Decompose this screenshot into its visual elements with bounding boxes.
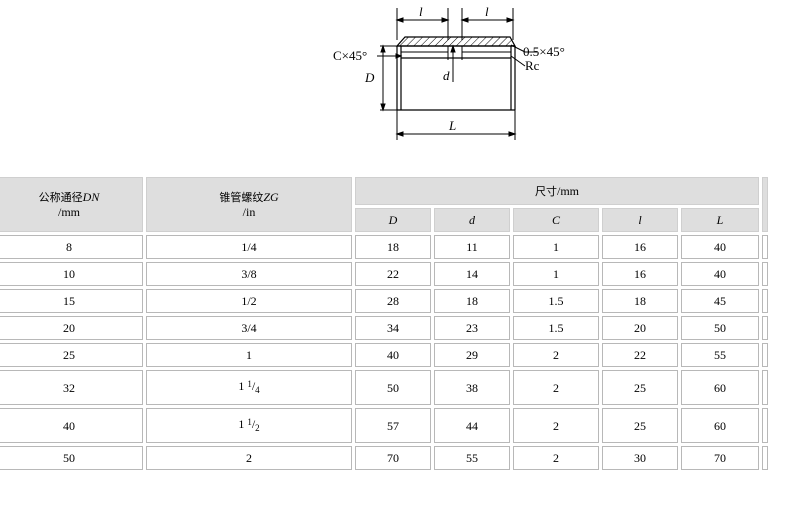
cell-C: 1 bbox=[513, 235, 599, 259]
dimension-d bbox=[450, 44, 456, 82]
cell-d: 29 bbox=[434, 343, 510, 367]
cell-L: 40 bbox=[681, 262, 759, 286]
header-col-l: l bbox=[602, 208, 678, 232]
cell-zg: 1/2 bbox=[146, 289, 352, 313]
cell-C: 2 bbox=[513, 370, 599, 405]
cell-dn: 50 bbox=[0, 446, 143, 470]
cell-l: 20 bbox=[602, 316, 678, 340]
header-col-C: C bbox=[513, 208, 599, 232]
cell-dn: 15 bbox=[0, 289, 143, 313]
cell-dn: 32 bbox=[0, 370, 143, 405]
label-d: d bbox=[443, 68, 450, 83]
cell-D: 22 bbox=[355, 262, 431, 286]
dimension-l-left bbox=[395, 8, 450, 40]
cell-dn: 20 bbox=[0, 316, 143, 340]
cell-l: 25 bbox=[602, 408, 678, 443]
cell-C: 1.5 bbox=[513, 316, 599, 340]
cell-d: 23 bbox=[434, 316, 510, 340]
pipe-fitting-drawing: l l d D C×45° 0.5× bbox=[333, 4, 565, 140]
cell-C: 2 bbox=[513, 408, 599, 443]
cell-d: 11 bbox=[434, 235, 510, 259]
cell-C: 2 bbox=[513, 446, 599, 470]
cell-L: 50 bbox=[681, 316, 759, 340]
specification-table: 公称通径DN /mm 锥管螺纹ZG /in 尺寸/mm D d C l L 8 … bbox=[0, 174, 771, 473]
cell-edge bbox=[762, 235, 768, 259]
cell-dn: 10 bbox=[0, 262, 143, 286]
cell-D: 70 bbox=[355, 446, 431, 470]
table-row: 15 1/2 28 18 1.5 18 45 bbox=[0, 289, 768, 313]
table-row: 40 1 1/2 57 44 2 25 60 bbox=[0, 408, 768, 443]
cell-D: 18 bbox=[355, 235, 431, 259]
cell-edge bbox=[762, 262, 768, 286]
header-edge bbox=[762, 177, 768, 232]
cell-L: 40 bbox=[681, 235, 759, 259]
label-L: L bbox=[448, 118, 456, 133]
cell-l: 30 bbox=[602, 446, 678, 470]
cell-L: 60 bbox=[681, 408, 759, 443]
cell-l: 18 bbox=[602, 289, 678, 313]
cell-dn: 40 bbox=[0, 408, 143, 443]
cell-dn: 8 bbox=[0, 235, 143, 259]
table-row: 50 2 70 55 2 30 70 bbox=[0, 446, 768, 470]
table-row: 25 1 40 29 2 22 55 bbox=[0, 343, 768, 367]
cell-L: 60 bbox=[681, 370, 759, 405]
cell-D: 50 bbox=[355, 370, 431, 405]
cell-l: 22 bbox=[602, 343, 678, 367]
cell-edge bbox=[762, 316, 768, 340]
label-chamfer-right: 0.5×45° bbox=[523, 44, 565, 59]
cell-zg: 3/4 bbox=[146, 316, 352, 340]
cell-edge bbox=[762, 408, 768, 443]
cell-zg: 2 bbox=[146, 446, 352, 470]
cell-l: 25 bbox=[602, 370, 678, 405]
cell-C: 1 bbox=[513, 262, 599, 286]
cell-zg: 3/8 bbox=[146, 262, 352, 286]
cell-edge bbox=[762, 370, 768, 405]
cell-edge bbox=[762, 343, 768, 367]
cell-dn: 25 bbox=[0, 343, 143, 367]
label-l-left: l bbox=[419, 4, 423, 19]
cell-D: 28 bbox=[355, 289, 431, 313]
cell-l: 16 bbox=[602, 235, 678, 259]
cell-d: 55 bbox=[434, 446, 510, 470]
header-dn: 公称通径DN /mm bbox=[0, 177, 143, 232]
cell-C: 1.5 bbox=[513, 289, 599, 313]
label-Rc: Rc bbox=[525, 58, 540, 73]
cell-zg: 1 bbox=[146, 343, 352, 367]
cell-zg: 1/4 bbox=[146, 235, 352, 259]
table-row: 8 1/4 18 11 1 16 40 bbox=[0, 235, 768, 259]
header-dimensions: 尺寸/mm bbox=[355, 177, 759, 205]
cell-d: 14 bbox=[434, 262, 510, 286]
cell-L: 45 bbox=[681, 289, 759, 313]
cell-D: 40 bbox=[355, 343, 431, 367]
table-row: 20 3/4 34 23 1.5 20 50 bbox=[0, 316, 768, 340]
dimension-D bbox=[380, 44, 397, 112]
cell-d: 18 bbox=[434, 289, 510, 313]
cell-d: 38 bbox=[434, 370, 510, 405]
hatched-section bbox=[395, 36, 517, 47]
pipe-body bbox=[396, 45, 516, 111]
cell-L: 70 bbox=[681, 446, 759, 470]
cell-edge bbox=[762, 289, 768, 313]
label-l-right: l bbox=[485, 4, 489, 19]
header-zg: 锥管螺纹ZG /in bbox=[146, 177, 352, 232]
header-col-d: d bbox=[434, 208, 510, 232]
label-D: D bbox=[364, 70, 375, 85]
table-row: 10 3/8 22 14 1 16 40 bbox=[0, 262, 768, 286]
cell-D: 57 bbox=[355, 408, 431, 443]
cell-edge bbox=[762, 446, 768, 470]
cell-d: 44 bbox=[434, 408, 510, 443]
cell-L: 55 bbox=[681, 343, 759, 367]
cell-zg: 1 1/4 bbox=[146, 370, 352, 405]
header-col-L: L bbox=[681, 208, 759, 232]
table-row: 32 1 1/4 50 38 2 25 60 bbox=[0, 370, 768, 405]
cell-C: 2 bbox=[513, 343, 599, 367]
header-col-D: D bbox=[355, 208, 431, 232]
label-chamfer-left: C×45° bbox=[333, 48, 367, 63]
dimension-l-right bbox=[460, 8, 515, 40]
cell-zg: 1 1/2 bbox=[146, 408, 352, 443]
cell-l: 16 bbox=[602, 262, 678, 286]
dimension-L bbox=[395, 110, 517, 140]
cell-D: 34 bbox=[355, 316, 431, 340]
